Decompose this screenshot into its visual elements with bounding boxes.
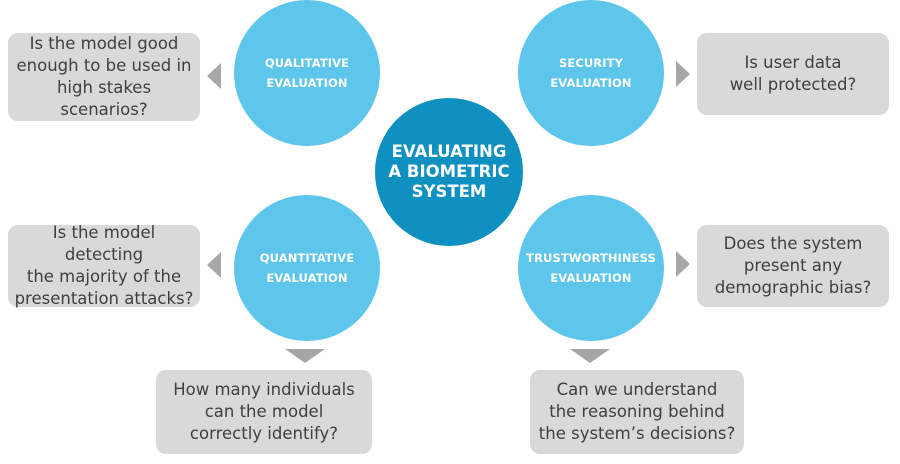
security-question-text: Is user data well protected? [729, 53, 857, 94]
trustworthiness-side-question-text: Does the system present any demographic … [714, 234, 872, 297]
security-question-box: Is user data well protected? [697, 33, 889, 115]
trustworthiness-below-question-text: Can we understand the reasoning behind t… [538, 380, 736, 443]
trustworthiness-below-question-box: Can we understand the reasoning behind t… [530, 370, 744, 454]
quantitative-evaluation-node: QUANTITATIVE EVALUATION [234, 195, 380, 341]
quantitative-arrow-down [285, 349, 325, 363]
qualitative-evaluation-label: QUALITATIVE EVALUATION [264, 56, 350, 90]
quantitative-arrow-left [207, 252, 221, 278]
qualitative-question-text: Is the model good enough to be used in h… [16, 34, 192, 119]
trustworthiness-evaluation-node: TRUSTWORTHINESS EVALUATION [518, 195, 664, 341]
qualitative-question-box: Is the model good enough to be used in h… [8, 33, 200, 121]
quantitative-below-question-box: How many individuals can the model corre… [156, 370, 372, 454]
security-arrow-right [676, 61, 690, 87]
trustworthiness-side-question-box: Does the system present any demographic … [697, 225, 889, 307]
qualitative-arrow-left [207, 63, 221, 89]
security-evaluation-node: SECURITY EVALUATION [518, 0, 664, 146]
security-evaluation-label: SECURITY EVALUATION [550, 56, 632, 90]
evaluating-biometric-system-center-node: EVALUATING A BIOMETRIC SYSTEM [375, 98, 523, 246]
trustworthiness-arrow-down [570, 349, 610, 363]
quantitative-side-question-text: Is the model detecting the majority of t… [14, 223, 194, 308]
quantitative-evaluation-label: QUANTITATIVE EVALUATION [259, 251, 355, 285]
trustworthiness-evaluation-label: TRUSTWORTHINESS EVALUATION [526, 251, 656, 285]
center-label: EVALUATING A BIOMETRIC SYSTEM [388, 142, 510, 201]
trustworthiness-arrow-right [676, 251, 690, 277]
qualitative-evaluation-node: QUALITATIVE EVALUATION [234, 0, 380, 146]
quantitative-side-question-box: Is the model detecting the majority of t… [8, 223, 200, 308]
quantitative-below-question-text: How many individuals can the model corre… [173, 380, 355, 443]
